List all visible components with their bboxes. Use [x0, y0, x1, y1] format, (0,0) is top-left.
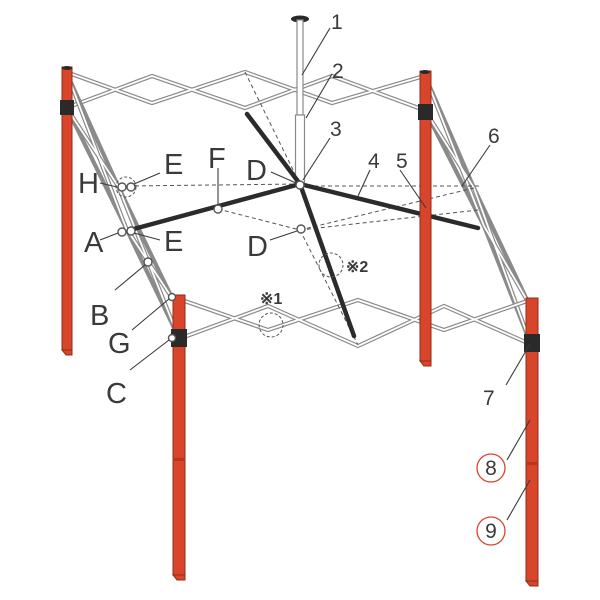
label-E-lower: E	[164, 226, 183, 258]
label-8-circle	[476, 453, 506, 483]
joint-H	[117, 182, 127, 192]
joint-D-lower	[296, 224, 306, 234]
label-D-lower: D	[247, 231, 268, 263]
pole-lower	[294, 114, 306, 186]
label-3: 3	[330, 118, 342, 141]
leg-back-right	[418, 70, 433, 367]
left-truss	[65, 73, 181, 339]
joint-B	[143, 257, 153, 267]
label-9-circle	[476, 516, 506, 546]
label-7: 7	[483, 387, 495, 410]
label-A: A	[84, 227, 104, 259]
joint-E-lower	[126, 226, 136, 236]
label-6: 6	[488, 125, 500, 148]
joint-A	[117, 227, 127, 237]
joint-E-upper	[126, 182, 136, 192]
number-labels: 1 2 3 4 5 6 7 8 9	[330, 11, 506, 546]
pole-top-cap	[291, 15, 309, 23]
center-pole	[291, 15, 309, 186]
pole-upper	[296, 19, 304, 116]
front-truss	[173, 295, 533, 349]
label-5: 5	[396, 150, 408, 173]
label-E-upper: E	[164, 149, 183, 181]
leg-front-left	[171, 294, 187, 581]
label-B: B	[90, 300, 109, 332]
joint-G	[167, 292, 177, 302]
label-2: 2	[332, 60, 344, 83]
leg-front-right	[524, 297, 540, 587]
joint-C	[167, 333, 177, 343]
back-truss	[63, 69, 427, 113]
label-1: 1	[331, 11, 343, 34]
letter-labels: H E F D A E D B G C ※1 ※2	[78, 143, 368, 410]
right-truss	[423, 75, 533, 345]
dashed-circle-note2	[318, 252, 344, 278]
label-note1: ※1	[260, 291, 282, 308]
label-8: 8	[485, 457, 497, 480]
leader-lines	[99, 27, 531, 521]
label-D-upper: D	[246, 155, 267, 187]
label-4: 4	[368, 150, 380, 173]
dashed-circle-note1	[258, 312, 284, 338]
label-F: F	[208, 143, 226, 175]
joints	[115, 176, 344, 343]
joint-D-upper	[295, 180, 305, 190]
label-9: 9	[485, 520, 497, 543]
label-H: H	[78, 168, 99, 200]
joint-F	[213, 204, 223, 214]
label-C: C	[106, 378, 127, 410]
leg-back-left	[60, 66, 74, 356]
label-G: G	[108, 328, 131, 360]
label-note2: ※2	[346, 259, 368, 276]
